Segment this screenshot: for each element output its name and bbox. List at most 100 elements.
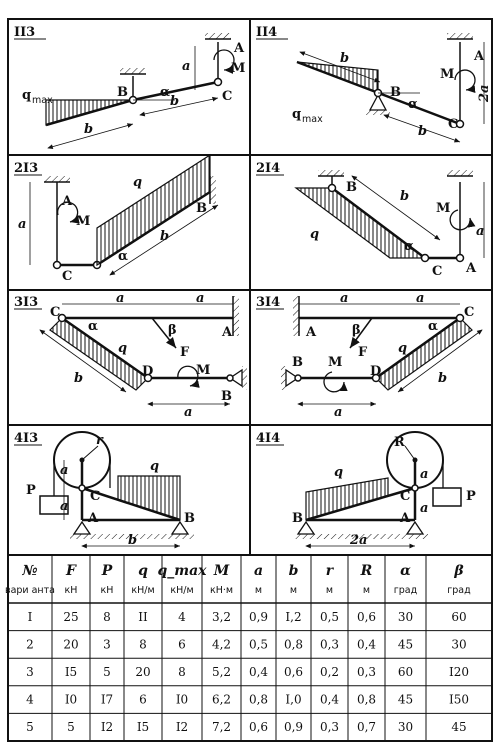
label-C: C <box>464 305 474 320</box>
table-header-symbol: a <box>254 563 263 579</box>
table-header-unit: м <box>363 585 370 596</box>
table-header-symbol: b <box>289 563 299 579</box>
label-q: q <box>150 459 159 474</box>
table-header-unit: кН/м <box>131 585 154 596</box>
table-header-symbol: q_max <box>157 563 207 579</box>
table-cell: 4 <box>178 610 186 624</box>
table-cell: 4,2 <box>212 637 231 651</box>
label-q: q <box>292 107 301 122</box>
table-cell: 30 <box>398 720 413 734</box>
label-M: M <box>196 363 210 378</box>
table-header-unit: м <box>290 585 297 596</box>
hatch-support <box>205 33 231 39</box>
label-a1: a <box>116 291 124 306</box>
table-cell: 0,2 <box>320 665 339 679</box>
table-header-unit: м <box>255 585 262 596</box>
table-cell: 0,8 <box>249 693 268 707</box>
table-header-unit: кН <box>65 585 78 596</box>
label-r: r <box>96 433 104 448</box>
table-cell: 6 <box>178 637 186 651</box>
moment-arrow <box>449 209 476 231</box>
label-B: B <box>196 201 207 216</box>
table-cell: 0,8 <box>284 637 303 651</box>
table-cell: 8 <box>103 610 111 624</box>
distributed-load <box>296 61 379 94</box>
label-q: q <box>398 341 407 356</box>
label-M: M <box>231 61 245 76</box>
table-cell: 45 <box>398 693 413 707</box>
label-A: A <box>233 41 245 56</box>
table-cell: 5 <box>103 665 111 679</box>
table-cell: 0,6 <box>284 665 303 679</box>
table-cell: I5 <box>137 720 149 734</box>
table-header-symbol: r <box>326 563 335 579</box>
label-C: C <box>432 264 442 279</box>
label-b1: b <box>340 51 349 66</box>
label-b: b <box>128 533 137 548</box>
table-cell: 0,4 <box>320 693 339 707</box>
table-cell: 0,9 <box>284 720 303 734</box>
distributed-load <box>45 99 134 126</box>
hatch-support <box>210 176 216 204</box>
panel-number: 3I3 <box>14 295 38 310</box>
label-a2: a <box>196 291 204 306</box>
table-cell: 0,7 <box>357 720 376 734</box>
label-a: a <box>182 59 190 74</box>
label-b: b <box>438 371 447 386</box>
label-F: F <box>180 345 190 360</box>
label-l2: a <box>420 501 428 516</box>
dimension-line <box>383 114 461 143</box>
moment-arrow <box>177 365 200 388</box>
table-header-symbol: M <box>213 563 230 579</box>
label-qmax-sub: max <box>302 114 323 125</box>
table-cell: 45 <box>451 720 466 734</box>
label-F: F <box>358 345 368 360</box>
table-cell: I2 <box>176 720 188 734</box>
label-l1: a <box>420 467 428 482</box>
table-cell: I,2 <box>285 610 301 624</box>
hinge <box>294 374 302 382</box>
table-cell: 20 <box>135 665 150 679</box>
table-cell: 0,4 <box>249 665 268 679</box>
panel-213: 2I3 A B C M a b q α <box>14 153 219 284</box>
moment-arrow <box>213 49 235 74</box>
table-cell: 4 <box>26 693 34 707</box>
table-cell: 2 <box>26 637 34 651</box>
label-M: M <box>76 214 90 229</box>
label-R: R <box>394 435 405 450</box>
label-A: A <box>399 511 411 526</box>
label-M: M <box>328 355 342 370</box>
label-alpha: α <box>428 319 438 334</box>
panel-314: 3I4 C A B D M F a a a b q α β <box>256 291 483 420</box>
label-beta: β <box>352 323 361 338</box>
table-cell: I0 <box>176 693 188 707</box>
dimension-line <box>139 96 219 117</box>
panel-number: 2I3 <box>14 161 38 176</box>
table-cell: I20 <box>449 665 469 679</box>
force-F <box>151 317 177 349</box>
label-A: A <box>87 511 99 526</box>
hatch-support <box>293 296 299 336</box>
distributed-load <box>117 475 181 521</box>
radius-line <box>404 445 416 461</box>
table-cell: 25 <box>63 610 78 624</box>
label-P: P <box>466 489 476 504</box>
table-cell: 5 <box>26 720 34 734</box>
hinge <box>213 77 223 87</box>
table-cell: 8 <box>139 637 147 651</box>
force-F <box>349 317 373 349</box>
table-header-symbol: R <box>360 563 373 579</box>
table-header-unit: кН <box>101 585 114 596</box>
hatch-support <box>447 170 473 176</box>
dimension-line <box>109 204 219 276</box>
table-cell: 0,9 <box>249 610 268 624</box>
moment-arrow <box>323 371 348 393</box>
panel-number: II3 <box>14 25 35 40</box>
label-C: C <box>90 489 100 504</box>
table-cell: 5,2 <box>212 665 231 679</box>
table-header-unit: м <box>326 585 333 596</box>
label-B: B <box>117 85 128 100</box>
table-cell: I <box>28 610 33 624</box>
hinge <box>411 484 419 492</box>
